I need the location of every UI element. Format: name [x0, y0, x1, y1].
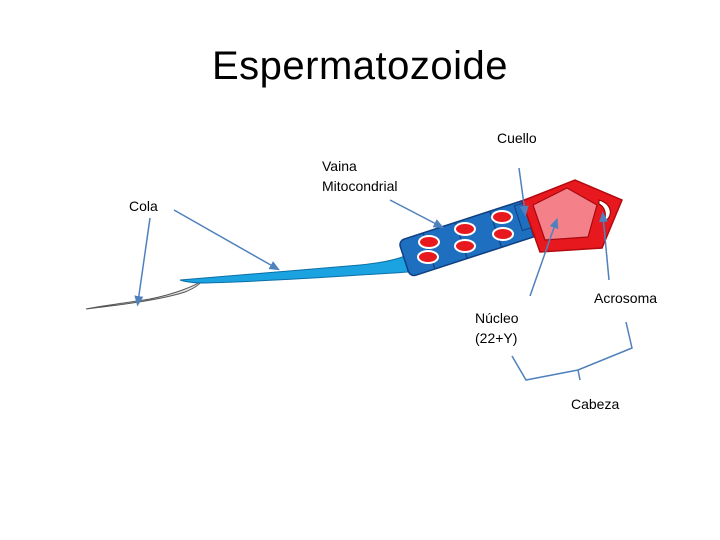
- cola-pointer-2: [174, 210, 276, 268]
- cola-pointer-1: [138, 218, 150, 302]
- tail-end: [86, 280, 203, 309]
- mitochondrion: [418, 251, 438, 263]
- mitochondrion: [455, 240, 475, 252]
- label-cabeza: Cabeza: [571, 394, 619, 414]
- mitochondrion: [493, 228, 513, 240]
- tail-flagellum: [180, 256, 408, 283]
- cabeza-bracket-tick: [578, 370, 580, 380]
- label-acrosoma: Acrosoma: [594, 288, 657, 308]
- mitochondrion: [419, 236, 439, 248]
- label-cola: Cola: [129, 196, 158, 216]
- label-nucleo: Núcleo (22+Y): [475, 308, 519, 348]
- mitochondrion: [492, 211, 512, 223]
- label-cuello: Cuello: [497, 128, 537, 148]
- cabeza-bracket: [512, 322, 632, 380]
- vaina-pointer: [390, 200, 440, 226]
- mitochondrion: [455, 223, 475, 235]
- label-vaina-mitocondrial: Vaina Mitocondrial: [322, 156, 397, 196]
